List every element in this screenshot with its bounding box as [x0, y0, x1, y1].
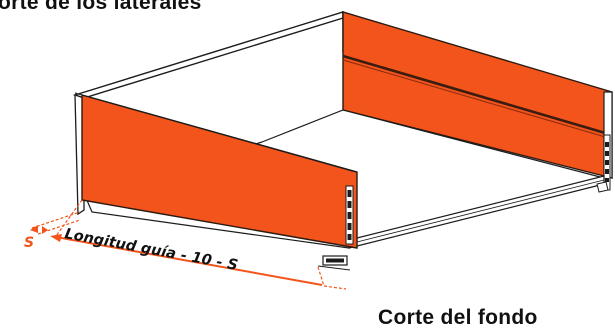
heading-bottom-cut: Corte del fondo: [378, 306, 538, 329]
dimension-guide-length: [50, 199, 347, 290]
back-top-edge: [72, 11, 344, 99]
rail-end-plate: [322, 255, 348, 266]
offset-label: S: [24, 235, 34, 251]
dimension-offset-s: [30, 211, 81, 235]
dimension-label: Longitud guía - 10 - S: [63, 226, 239, 274]
slide-rail-left: [345, 185, 354, 245]
bottom-rail-end: [596, 181, 609, 193]
right-panel-groove: [342, 54, 613, 137]
heading-side-cut: orte de los laterales: [0, 0, 202, 14]
